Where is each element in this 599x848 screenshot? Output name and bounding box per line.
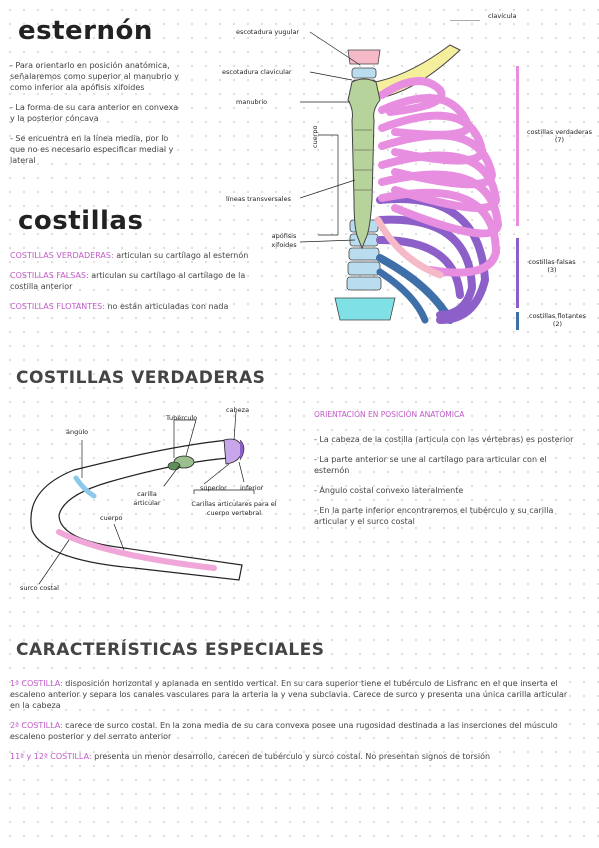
label-true-ribs: costillas verdaderas(7) — [526, 128, 593, 144]
ribs-title: costillas — [18, 206, 144, 236]
sternum-note-1: - Para orientarlo en posición anatómica,… — [10, 61, 179, 92]
sternum-title: esternón — [18, 16, 153, 46]
false-ribs-bracket — [516, 238, 519, 308]
head-shape — [223, 438, 243, 465]
label-costal-groove: surco costal — [20, 584, 59, 592]
special-notes: 1ª COSTILLA: disposición horizontal y ap… — [10, 678, 570, 771]
label-floating-ribs: costillas flotantes(2) — [529, 312, 586, 328]
label-manubrium: manubrio — [236, 98, 268, 106]
thorax-illustration — [300, 20, 503, 324]
label-jugular-notch: escotadura yugular — [236, 28, 300, 36]
ribs-note-2: COSTILLAS FALSAS: articulan su cartílago… — [10, 271, 246, 291]
orientation-title: ORIENTACIÓN EN POSICIÓN ANATÓMICA — [314, 410, 465, 419]
true-ribs — [378, 77, 503, 277]
special-title: CARACTERÍSTICAS ESPECIALES — [16, 640, 325, 660]
true-ribs-title: COSTILLAS VERDADERAS — [16, 368, 266, 388]
orientation-note-1: - La cabeza de la costilla (articula con… — [314, 435, 574, 444]
label-body: cuerpo — [311, 125, 319, 148]
sternum-shape — [347, 78, 381, 250]
ribs-note-3: COSTILLAS FLOTANTES: no están articulada… — [10, 302, 229, 311]
rib-leader-lines — [38, 411, 245, 585]
sternum-notes: - Para orientarlo en posición anatómica,… — [10, 60, 180, 175]
costal-cartilage — [374, 216, 444, 279]
orientation-note-2: - La parte anterior se une al cartílago … — [314, 455, 547, 475]
label-clavicular-notch: escotadura clavicular — [222, 68, 292, 76]
sternum-lines — [354, 129, 372, 191]
angle-shape — [73, 475, 97, 499]
label-superior: superior — [200, 484, 227, 492]
costal-groove-shape — [56, 529, 217, 571]
orientation-note-4: - En la parte inferior encontraremos el … — [314, 506, 554, 526]
sternum-note-3: - Se encuentra en la línea media, por lo… — [10, 134, 174, 165]
label-xiphoid: apófisis xifoides — [271, 232, 297, 249]
label-transverse-lines: líneas transversales — [226, 195, 291, 203]
label-clavicle: clavícula — [488, 12, 517, 20]
label-inferior: inferior — [240, 484, 264, 492]
orientation-notes: - La cabeza de la costilla (articula con… — [314, 434, 574, 536]
top-vertebra — [347, 49, 381, 65]
true-ribs-bracket — [516, 66, 519, 226]
rib-illustration — [30, 411, 255, 585]
ribs-note-1: COSTILLAS VERDADERAS: articulan su cartí… — [10, 251, 249, 260]
sternum-note-2: - La forma de su cara anterior en convex… — [10, 103, 179, 123]
ribs-notes: COSTILLAS VERDADERAS: articulan su cartí… — [10, 250, 270, 321]
special-note-1: 1ª COSTILLA: disposición horizontal y ap… — [10, 679, 568, 710]
thorax-leader-lines — [300, 20, 480, 243]
pelvis-shape — [334, 297, 396, 321]
label-tubercle: Tubérculo — [166, 414, 198, 422]
special-note-3: 11ª y 12ª COSTILLA: presenta un menor de… — [10, 752, 491, 761]
label-rib-body: cuerpo — [100, 514, 123, 522]
label-false-ribs: costillas falsas(3) — [528, 258, 576, 274]
label-facet: carilla articular — [133, 490, 161, 507]
label-angle: ángulo — [66, 428, 89, 436]
special-note-2: 2ª COSTILLA: carece de surco costal. En … — [10, 721, 558, 741]
floating-ribs-bracket — [516, 312, 519, 330]
orientation-note-3: - Ángulo costal convexo lateralmente — [314, 486, 464, 495]
label-head: cabeza — [226, 406, 250, 414]
label-vertebral-facets: Carillas articulares para el cuerpo vert… — [191, 500, 277, 517]
